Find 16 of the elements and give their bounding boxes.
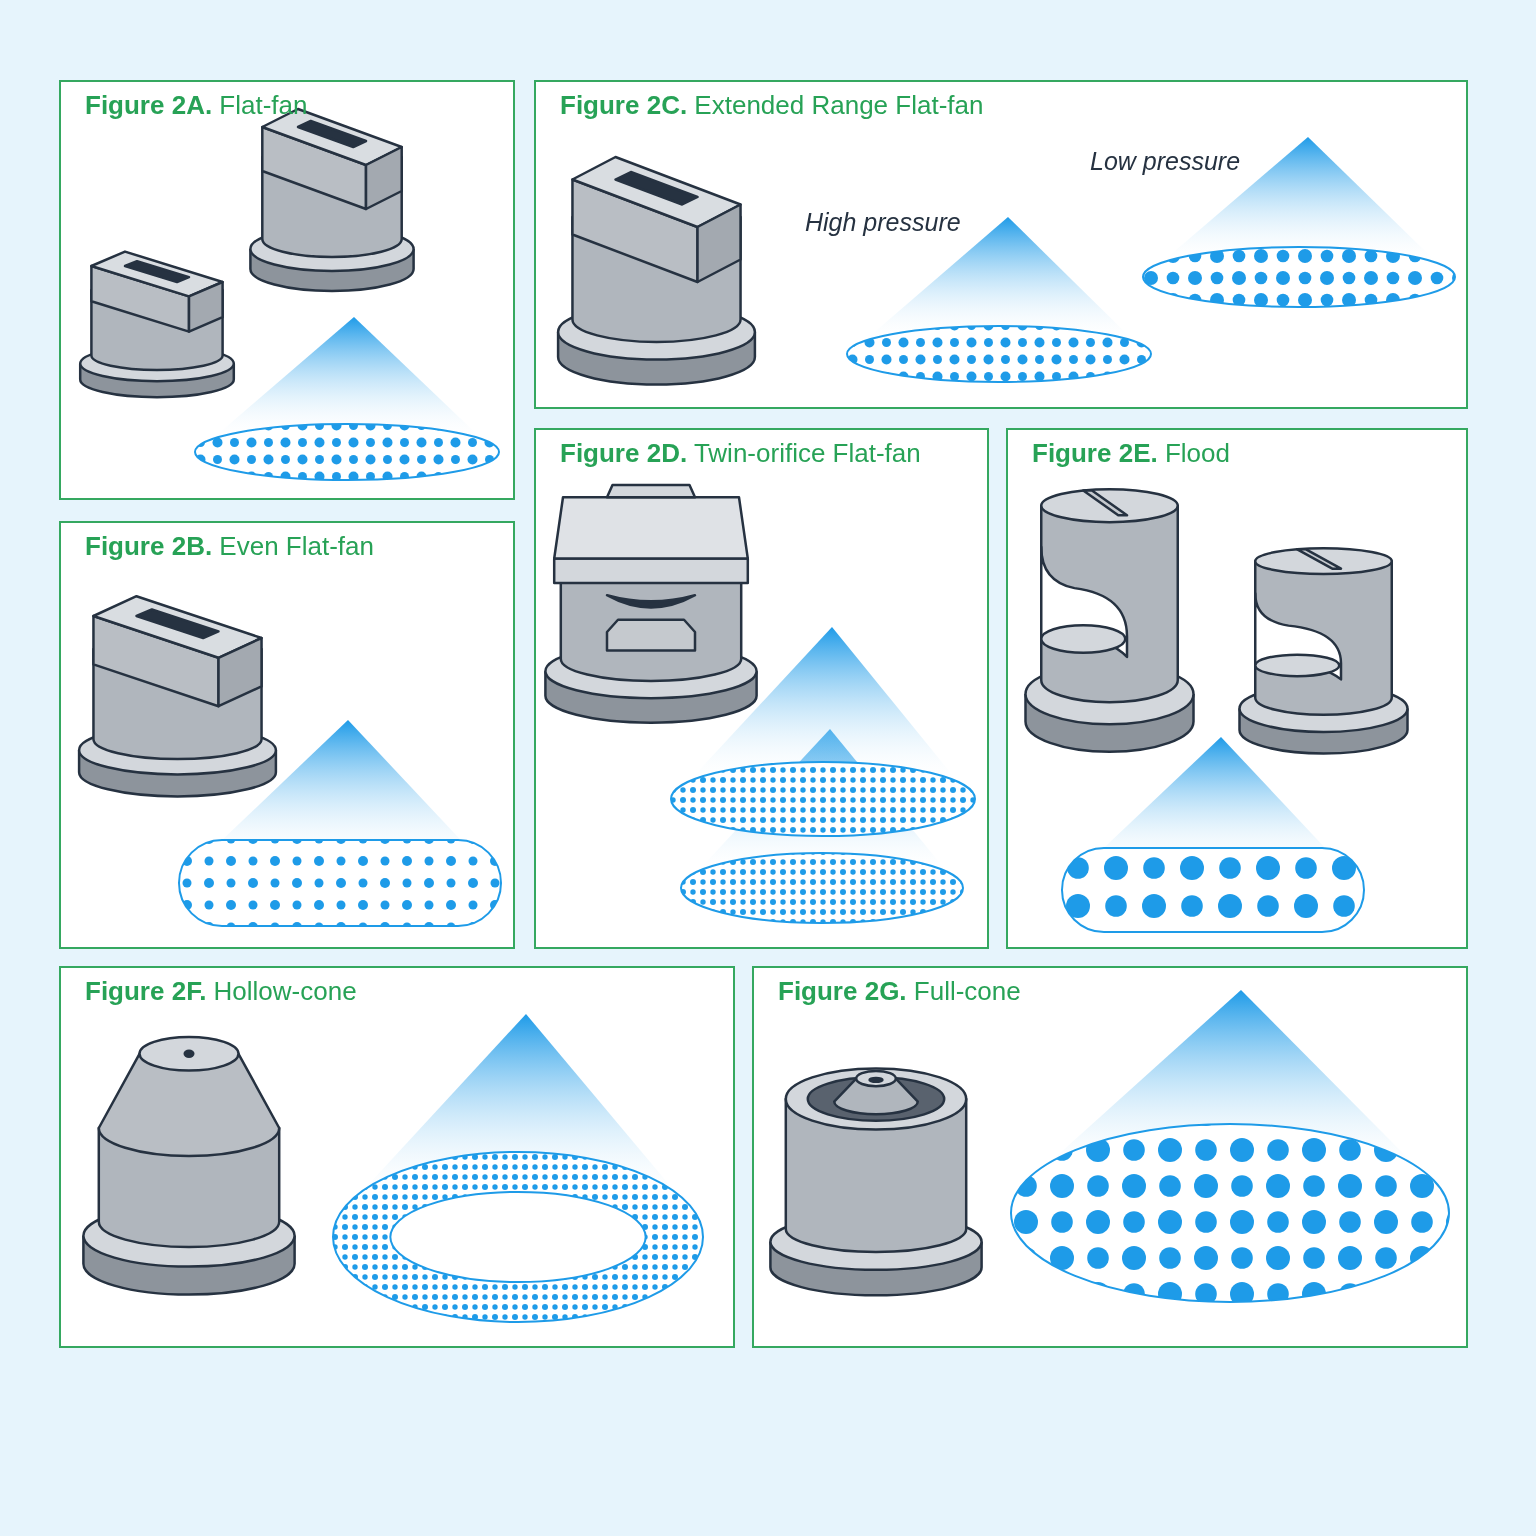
figure-title: Figure 2A. Flat-fan <box>85 90 308 121</box>
figure-panel <box>59 80 515 500</box>
figure-panel <box>534 80 1468 409</box>
figure-title: Figure 2B. Even Flat-fan <box>85 531 374 562</box>
figure-panel <box>1006 428 1468 949</box>
figure-panel <box>534 428 989 949</box>
figure-title: Figure 2E. Flood <box>1032 438 1230 469</box>
pressure-label: Low pressure <box>1090 147 1241 176</box>
figure-panel <box>59 521 515 949</box>
figure-panel <box>752 966 1468 1348</box>
figure-title: Figure 2D. Twin-orifice Flat-fan <box>560 438 921 469</box>
pressure-label: High pressure <box>805 208 961 237</box>
figure-panel <box>59 966 735 1348</box>
figure-title: Figure 2G. Full-cone <box>778 976 1021 1007</box>
figure-title: Figure 2C. Extended Range Flat-fan <box>560 90 984 121</box>
figure-title: Figure 2F. Hollow-cone <box>85 976 357 1007</box>
